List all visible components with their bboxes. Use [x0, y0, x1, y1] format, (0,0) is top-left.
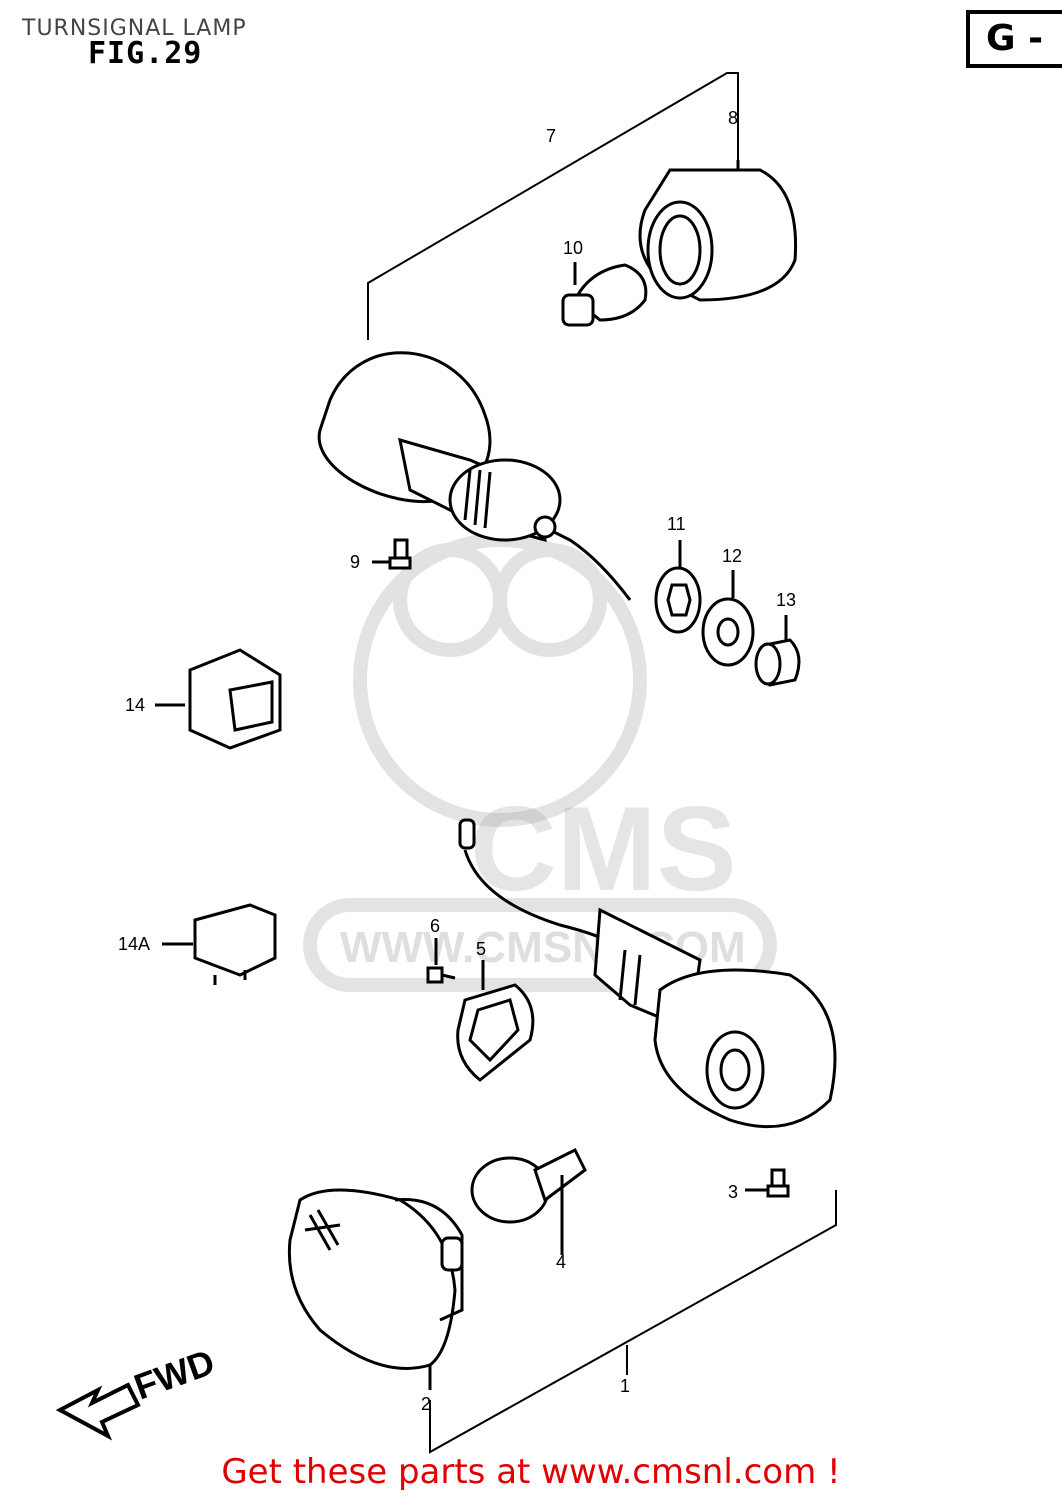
section-badge: G -	[966, 10, 1062, 68]
fwd-arrow-icon	[55, 1382, 141, 1441]
callout-11: 11	[667, 514, 686, 534]
callout-14A: 14A	[118, 934, 150, 954]
watermark	[303, 533, 777, 992]
callout-12: 12	[722, 546, 742, 566]
footer-link[interactable]: Get these parts at www.cmsnl.com !	[221, 1452, 841, 1492]
bulb-4	[470, 1147, 587, 1255]
bracket-7	[367, 72, 739, 340]
callout-2: 2	[421, 1394, 431, 1414]
watermark-goggle-left	[393, 543, 507, 657]
callout-13: 13	[776, 590, 796, 610]
callout-1: 1	[620, 1376, 630, 1396]
callout-4: 4	[556, 1252, 566, 1272]
callout-9: 9	[350, 552, 360, 572]
screw-9	[372, 538, 412, 570]
watermark-goggle-right	[493, 543, 607, 657]
watermark-url-bar	[303, 898, 777, 992]
relay-14	[155, 648, 282, 750]
screw-6	[426, 938, 456, 984]
bracket-1	[429, 1190, 837, 1454]
watermark-brand: CMS	[470, 782, 737, 916]
washer-12	[701, 570, 755, 667]
rear-turnsignal-lamp	[317, 351, 632, 601]
figure-number: FIG.29	[88, 36, 203, 71]
callout-14: 14	[125, 695, 145, 715]
front-turnsignal-lamp	[458, 818, 837, 1129]
lens-2	[287, 1188, 464, 1390]
cap-13	[754, 615, 801, 687]
callout-5: 5	[476, 939, 486, 959]
lens-8	[638, 160, 798, 302]
fwd-label: FWD	[129, 1341, 220, 1408]
gasket-5	[456, 960, 535, 1082]
page-title: TURNSIGNAL LAMP	[22, 16, 247, 41]
callout-8: 8	[728, 108, 738, 128]
callout-7: 7	[546, 126, 556, 146]
nut-11	[654, 540, 702, 634]
callout-6: 6	[430, 916, 440, 936]
callout-10: 10	[563, 238, 583, 258]
screw-3	[745, 1168, 790, 1198]
callout-3: 3	[728, 1182, 738, 1202]
section-label: G -	[986, 18, 1044, 59]
relay-14A	[162, 903, 277, 985]
bulb-10	[561, 262, 648, 327]
